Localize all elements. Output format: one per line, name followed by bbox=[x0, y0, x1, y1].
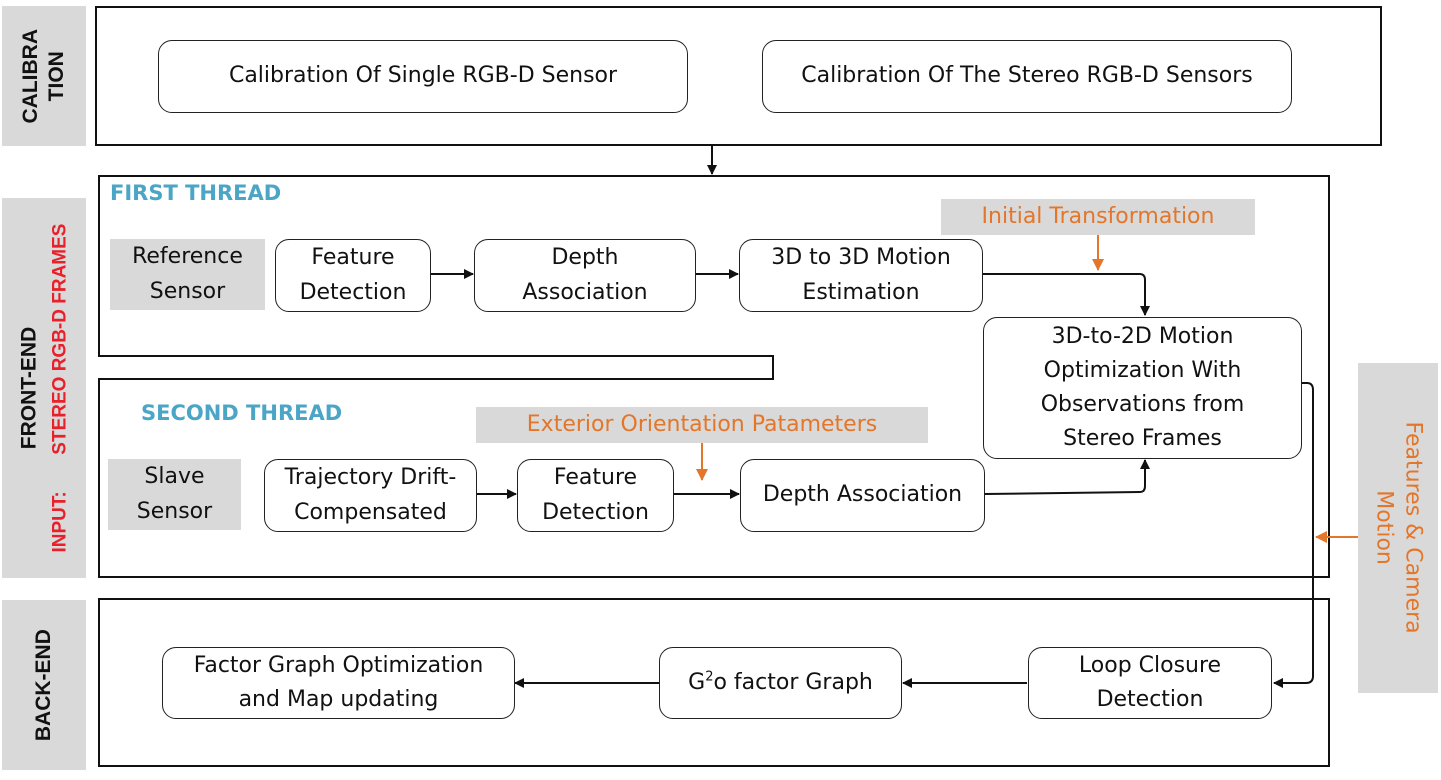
back-end-side-label: BACK-END bbox=[2, 600, 86, 770]
second-depth-association-box: Depth Association bbox=[740, 459, 985, 532]
calibration-side-label: CALIBRA TION bbox=[2, 6, 86, 146]
back-end-frame bbox=[98, 598, 1330, 767]
second-thread-title: SECOND THREAD bbox=[141, 401, 343, 425]
trajectory-drift-box: Trajectory Drift-Compensated bbox=[264, 459, 477, 532]
initial-transformation-label: Initial Transformation bbox=[941, 199, 1255, 235]
calibration-stereo-box: Calibration Of The Stereo RGB-D Sensors bbox=[762, 40, 1292, 113]
exterior-orientation-label: Exterior Orientation Patameters bbox=[476, 407, 928, 443]
calibration-single-box: Calibration Of Single RGB-D Sensor bbox=[158, 40, 688, 113]
first-thread-title: FIRST THREAD bbox=[110, 181, 282, 205]
front-end-frame bbox=[98, 175, 1330, 578]
g2o-factor-graph-box: G2o factor Graph bbox=[659, 647, 902, 719]
front-end-side-label: FRONT-END INPUT: STEREO RGB-D FRAMES bbox=[2, 198, 86, 578]
